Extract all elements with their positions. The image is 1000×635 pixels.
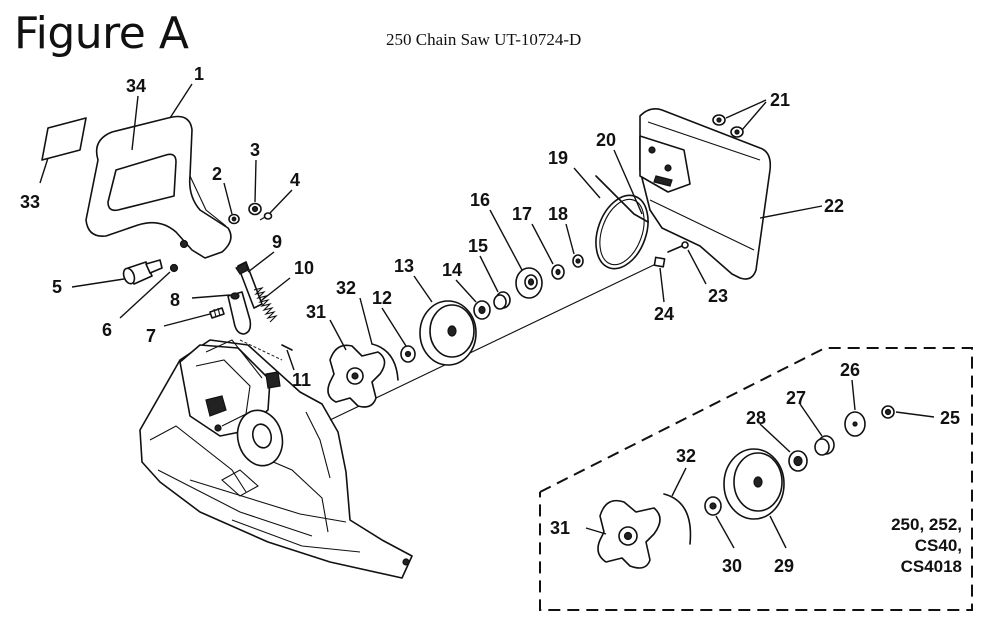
- part-9-brake-lever: [235, 261, 263, 309]
- part-24-square-nut: [653, 256, 666, 268]
- figure-title: Figure A: [14, 8, 189, 59]
- part-12-washer: [400, 345, 416, 363]
- model-line-2: CS40,: [915, 536, 962, 555]
- model-line-3: CS4018: [901, 557, 962, 576]
- callout-14: 14: [442, 260, 462, 280]
- part-31-clutch-inset: [597, 499, 661, 569]
- part-27-sleeve: [814, 435, 835, 456]
- inset-box: [539, 347, 973, 611]
- part-32-clutch-spring: [371, 343, 399, 381]
- callout-16: 16: [470, 190, 490, 210]
- part-26-washer: [844, 411, 866, 437]
- part-17-washer: [551, 264, 565, 280]
- callout-5: 5: [52, 277, 62, 297]
- part-7-pin: [209, 307, 225, 319]
- callout-9: 9: [272, 232, 282, 252]
- callout-11: 11: [292, 370, 311, 390]
- inset-model-list: 250, 252, CS40, CS4018: [891, 515, 962, 576]
- part-21-nut: [730, 126, 744, 138]
- part-8-pivot-arm: [227, 291, 252, 335]
- callout-34: 34: [126, 76, 146, 96]
- callout-25: 25: [940, 408, 960, 428]
- callout-21: 21: [770, 90, 790, 110]
- callout-33: 33: [20, 192, 40, 212]
- part-22-sprocket-cover: [639, 108, 772, 280]
- part-3-nut: [248, 202, 262, 216]
- callout-10: 10: [294, 258, 314, 278]
- callout-8: 8: [170, 290, 180, 310]
- part-30-washer: [704, 496, 722, 516]
- callout-31: 31: [306, 302, 326, 322]
- part-15-sleeve: [493, 291, 511, 310]
- callout-6: 6: [102, 320, 112, 340]
- part-4-retainer: [259, 212, 273, 221]
- callout-12: 12: [372, 288, 392, 308]
- callout-31-inset: 31: [550, 518, 570, 538]
- callout-23: 23: [708, 286, 728, 306]
- part-1-chain-brake-handle: [85, 115, 232, 259]
- callout-4: 4: [290, 170, 300, 190]
- part-28-needle-bearing: [788, 450, 808, 472]
- callout-28: 28: [746, 408, 766, 428]
- part-29-clutch-drum: [723, 448, 785, 520]
- leader-lines: [39, 83, 935, 549]
- saw-housing: [139, 339, 413, 579]
- callout-1: 1: [194, 64, 204, 84]
- callout-15: 15: [468, 236, 488, 256]
- callout-7: 7: [146, 326, 156, 346]
- part-20-band-spring: [595, 175, 649, 223]
- callout-20: 20: [596, 130, 616, 150]
- part-31-clutch: [327, 344, 386, 408]
- callout-32-inset: 32: [676, 446, 696, 466]
- part-13-clutch-drum: [419, 300, 477, 366]
- callout-32: 32: [336, 278, 356, 298]
- part-33-decal: [41, 117, 87, 161]
- part-10-spring: [253, 286, 278, 323]
- callout-27: 27: [786, 388, 806, 408]
- part-18-washer: [572, 254, 584, 268]
- callout-2: 2: [212, 164, 222, 184]
- part-25-nut: [881, 405, 895, 419]
- model-line-1: 250, 252,: [891, 515, 962, 534]
- callout-24: 24: [654, 304, 674, 324]
- part-32-spring-inset: [663, 493, 692, 545]
- part-5-shoulder-bolt: [122, 259, 163, 285]
- callout-labels: 1 34 33 2 3 4 5 6 7 8 9 10 11 31 32 12 1…: [20, 64, 960, 576]
- callout-13: 13: [394, 256, 414, 276]
- callout-26: 26: [840, 360, 860, 380]
- figure-subtitle: 250 Chain Saw UT-10724-D: [386, 30, 582, 49]
- callout-22: 22: [824, 196, 844, 216]
- part-11-pin: [281, 344, 293, 351]
- part-2-washer: [228, 213, 240, 225]
- part-6-nut: [169, 263, 179, 273]
- callout-3: 3: [250, 140, 260, 160]
- callout-30: 30: [722, 556, 742, 576]
- callout-19: 19: [548, 148, 568, 168]
- part-16-sprocket: [515, 267, 543, 299]
- part-23-screw: [667, 241, 689, 253]
- part-14-needle-bearing: [473, 300, 491, 320]
- part-21-nut: [712, 114, 726, 126]
- callout-18: 18: [548, 204, 568, 224]
- callout-17: 17: [512, 204, 532, 224]
- callout-29: 29: [774, 556, 794, 576]
